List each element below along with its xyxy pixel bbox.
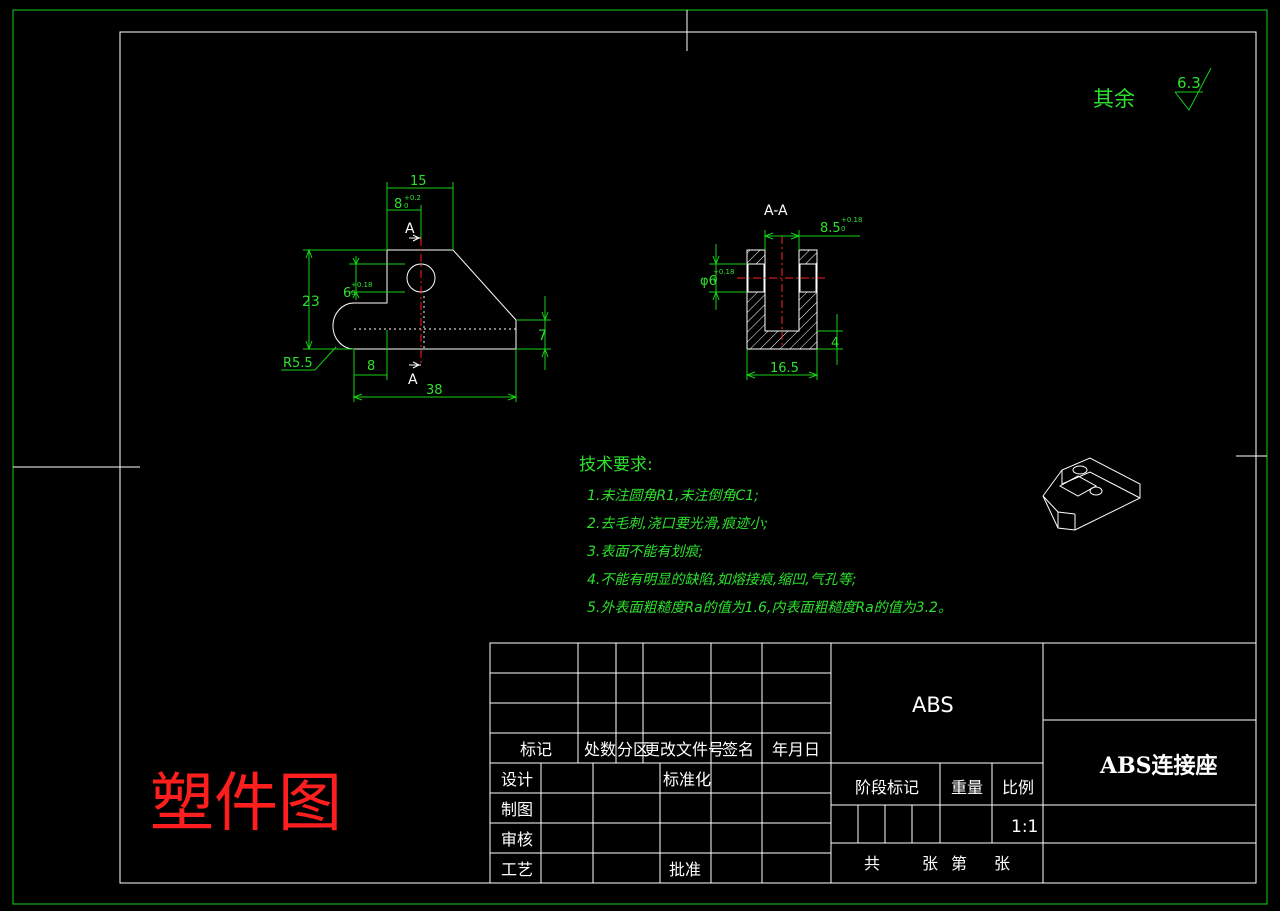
section-dim-slot-tol-lower: 0 xyxy=(841,225,845,233)
tb-header-zone: 分区 xyxy=(617,740,649,759)
main-view: A A 15 8 +0.2 0 23 6 +0.18 0 7 xyxy=(281,174,551,402)
tb-scale-value: 1:1 xyxy=(1011,817,1038,837)
dim-height: 23 xyxy=(302,294,320,310)
roughness-symbol: 其余 6.3 xyxy=(1093,67,1212,111)
dim-slot-tol-upper: +0.2 xyxy=(404,194,421,202)
section-dim-slot: 8.5 xyxy=(820,221,841,236)
tech-item-4: 4.不能有明显的缺陷,如熔接痕,缩凹,气孔等; xyxy=(587,572,856,588)
dim-hole: 6 xyxy=(343,286,351,301)
isometric-view xyxy=(1042,457,1141,531)
dim-slot: 8 xyxy=(394,197,402,212)
dim-hole-tol-lower: 0 xyxy=(351,289,355,297)
tb-header-sign: 签名 xyxy=(722,740,754,759)
section-dim-hole-tol-lower: 0 xyxy=(713,276,717,284)
dim-hole-tol-upper: +0.18 xyxy=(351,281,372,289)
section-mark-top: A xyxy=(405,221,415,237)
tb-sheet-total: 共 xyxy=(864,854,880,873)
tb-header-count: 处数 xyxy=(584,740,616,759)
section-view: A-A 8.5 +0.18 0 φ6 +0.18 0 4 xyxy=(700,203,862,380)
tech-item-3: 3.表面不能有划痕; xyxy=(587,544,703,560)
tech-item-5: 5.外表面粗糙度Ra的值为1.6,内表面粗糙度Ra的值为3.2。 xyxy=(587,600,952,616)
tb-header-date: 年月日 xyxy=(772,740,820,759)
tb-row-draw: 制图 xyxy=(501,800,533,819)
roughness-label: 其余 xyxy=(1093,87,1135,111)
tb-scale-label: 比例 xyxy=(1002,778,1034,797)
dim-slot-tol-lower: 0 xyxy=(404,202,408,210)
section-dim-slot-tol-upper: +0.18 xyxy=(841,216,862,224)
tb-sheet-zhang2: 张 xyxy=(994,854,1010,873)
section-title: A-A xyxy=(764,203,788,219)
dim-radius: R5.5 xyxy=(283,356,313,371)
tb-sheet-di: 第 xyxy=(951,854,967,873)
stamp-title: 塑件图 xyxy=(150,767,342,841)
tb-weight-label: 重量 xyxy=(951,778,983,797)
section-mark-bottom: A xyxy=(408,372,418,388)
dim-thickness: 7 xyxy=(538,328,547,344)
tech-title: 技术要求: xyxy=(579,455,653,475)
section-dim-hole-tol-upper: +0.18 xyxy=(713,268,734,276)
tb-sheet-zhang1: 张 xyxy=(922,854,938,873)
outer-border xyxy=(12,9,1268,905)
title-block: 标记 处数 分区 更改文件号 签名 年月日 设计 标准化 制图 审核 工艺 批准… xyxy=(489,642,1257,884)
tb-row-design: 设计 xyxy=(501,770,533,789)
tb-row-check: 审核 xyxy=(501,830,533,849)
tb-header-mark: 标记 xyxy=(520,740,552,759)
tb-row-approve: 批准 xyxy=(669,860,701,879)
section-dim-hole: φ6 xyxy=(700,274,717,289)
dim-top-width: 15 xyxy=(410,174,427,189)
section-dim-bottom: 4 xyxy=(831,336,839,351)
tech-item-1: 1.未注圆角R1,未注倒角C1; xyxy=(587,488,759,504)
tech-item-2: 2.去毛刺,浇口要光滑,痕迹小; xyxy=(587,516,768,532)
centering-marks xyxy=(13,10,1267,468)
tb-row-standard: 标准化 xyxy=(663,770,711,789)
dim-length: 38 xyxy=(426,383,443,398)
roughness-value: 6.3 xyxy=(1177,74,1201,92)
section-dim-width: 16.5 xyxy=(770,361,799,376)
tb-header-doc: 更改文件号 xyxy=(644,740,724,759)
tb-stage-label: 阶段标记 xyxy=(855,778,919,797)
tb-row-process: 工艺 xyxy=(501,860,533,879)
tb-part-name: ABS连接座 xyxy=(1099,753,1218,779)
dim-offset: 8 xyxy=(367,359,375,374)
tech-requirements: 技术要求: 1.未注圆角R1,未注倒角C1; 2.去毛刺,浇口要光滑,痕迹小; … xyxy=(579,455,952,616)
tb-material: ABS xyxy=(912,693,954,717)
